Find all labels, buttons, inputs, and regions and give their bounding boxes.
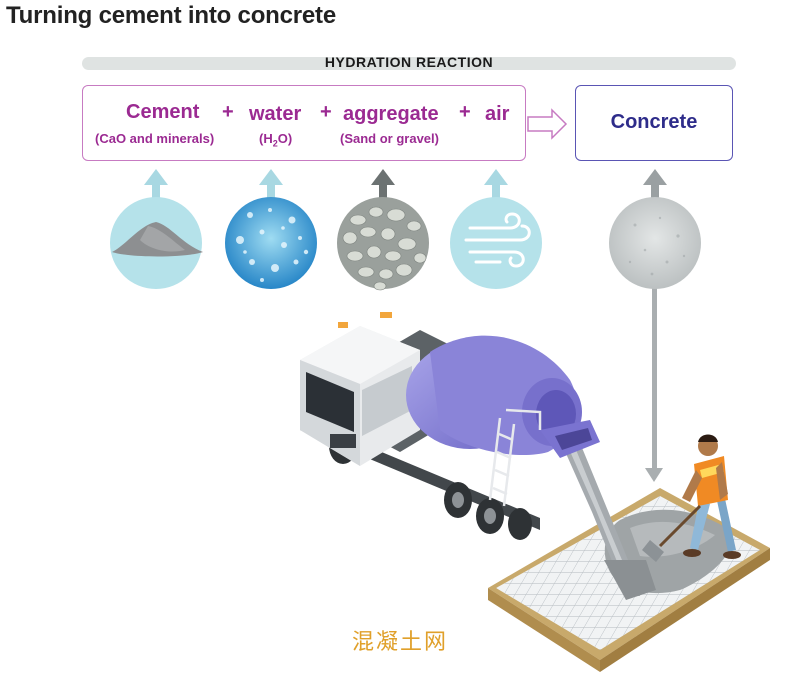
banner-label: HYDRATION REACTION — [324, 54, 494, 70]
arrow-up-icon — [371, 169, 395, 203]
plus-sign: + — [320, 101, 332, 123]
mixer-chute — [560, 438, 656, 600]
water-bubbles-icon — [225, 197, 317, 289]
watermark: 混凝土网 — [352, 630, 449, 655]
water-subtitle: (H2O) — [259, 131, 293, 149]
reaction-arrow — [527, 108, 568, 140]
cement-subtitle: (CaO and minerals) — [95, 131, 215, 146]
plus-sign: + — [222, 101, 234, 123]
concrete-box — [575, 85, 733, 161]
formula-box — [82, 85, 526, 161]
term-air: air — [485, 103, 510, 125]
arrow-down-icon — [645, 285, 663, 482]
concrete-label: Concrete — [610, 111, 698, 133]
cement-mixer-truck — [300, 312, 600, 540]
plus-sign: + — [459, 101, 471, 123]
concrete-worker — [642, 434, 741, 562]
concrete-texture-icon — [609, 197, 701, 289]
term-aggregate: aggregate — [343, 103, 439, 125]
cement-pile-icon — [110, 197, 203, 289]
arrow-up-icon — [643, 169, 667, 203]
term-water: water — [249, 103, 302, 125]
arrow-up-icon — [259, 169, 283, 203]
arrow-up-icon — [484, 169, 508, 203]
gravel-icon — [337, 197, 429, 291]
arrow-up-icon — [144, 169, 168, 203]
hydration-banner — [82, 57, 736, 70]
term-cement: Cement — [126, 101, 200, 123]
page-title: Turning cement into concrete — [6, 2, 336, 29]
wind-icon — [450, 197, 542, 289]
aggregate-subtitle: (Sand or gravel) — [340, 131, 439, 146]
